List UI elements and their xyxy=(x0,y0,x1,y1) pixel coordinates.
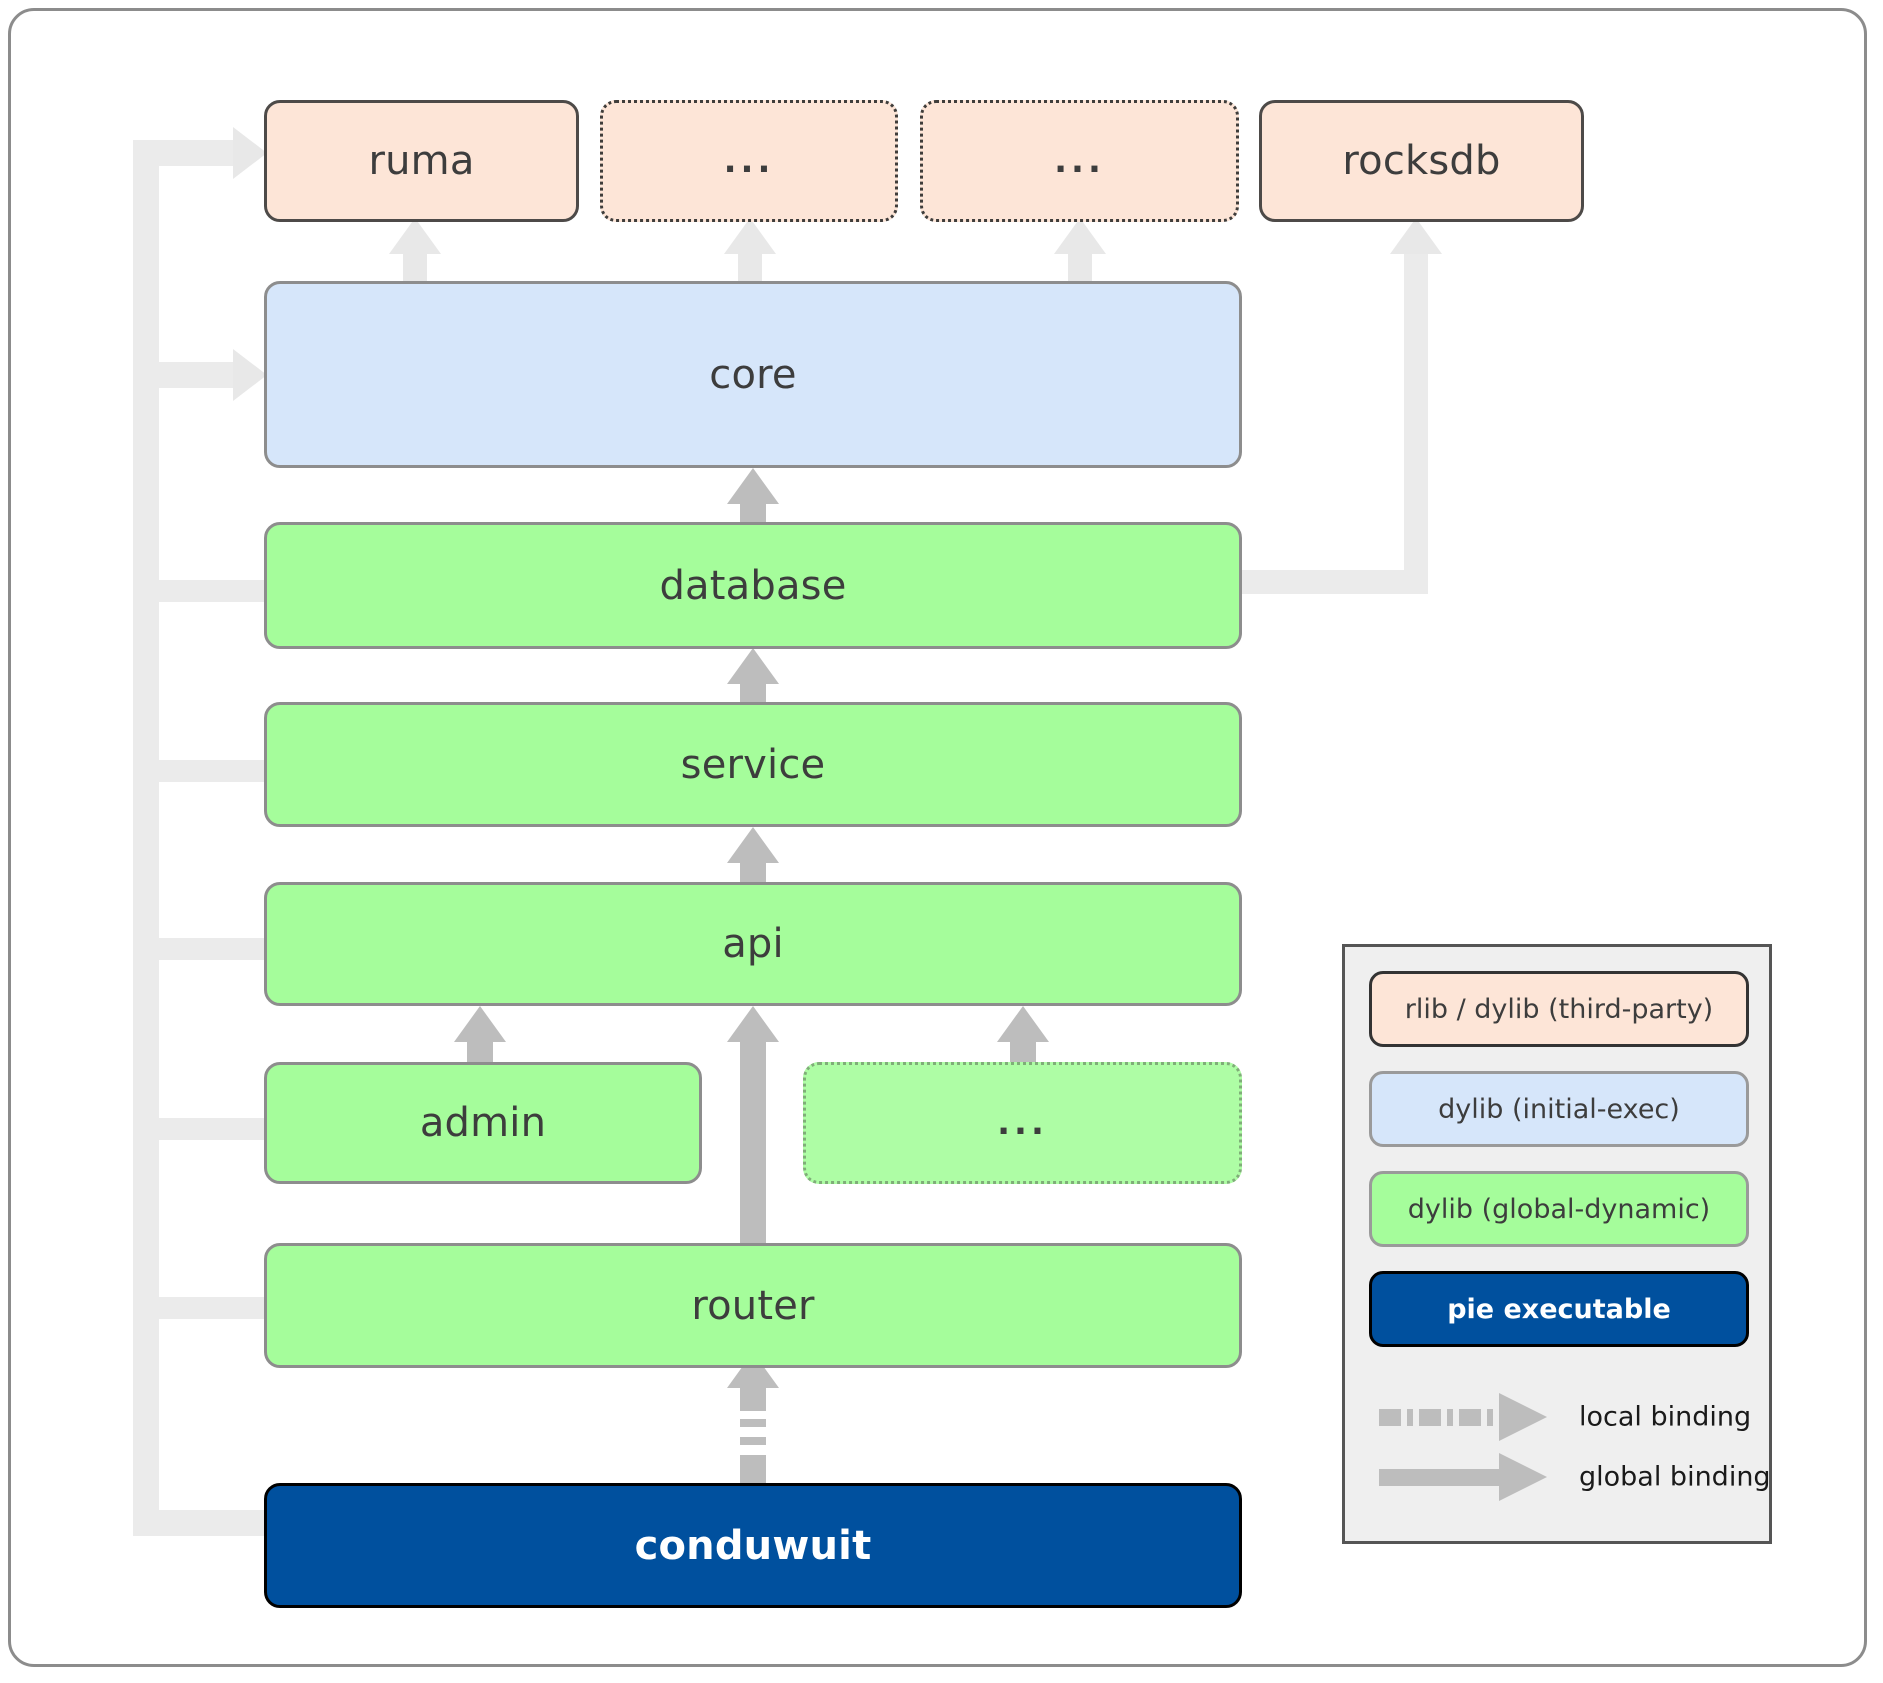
edge-trunk-stub-api xyxy=(159,938,269,960)
legend-swatch-third-party: rlib / dylib (third-party) xyxy=(1369,971,1749,1047)
legend-binding-global-label: global binding xyxy=(1579,1461,1771,1493)
edge-conduwuit-ruma-arrowhead xyxy=(233,127,267,179)
node-conduwuit[interactable]: conduwuit xyxy=(264,1483,1242,1608)
node-ellipsis-3[interactable]: ... xyxy=(803,1062,1242,1184)
edge-conduwuit-router-shaft-seg2 xyxy=(740,1437,766,1445)
edge-router-api-arrowhead xyxy=(727,1006,779,1042)
edge-database-rocksdb-arrowhead xyxy=(1390,218,1442,254)
edge-database-core-arrowhead xyxy=(727,468,779,504)
edge-database-rocksdb-vertical xyxy=(1404,248,1428,594)
edge-ellipsis3-api-arrowhead xyxy=(997,1006,1049,1042)
legend-binding-global: global binding xyxy=(1369,1447,1771,1507)
edge-conduwuit-router-shaft-seg4 xyxy=(740,1385,766,1411)
edge-core-ruma-arrowhead xyxy=(389,218,441,254)
edge-trunk-vertical xyxy=(133,140,159,1536)
edge-database-rocksdb-horizontal xyxy=(1238,570,1428,594)
legend-binding-local: local binding xyxy=(1369,1387,1753,1447)
edge-trunk-stub-service xyxy=(159,760,269,782)
node-ruma[interactable]: ruma xyxy=(264,100,579,222)
legend-swatch-pie-executable: pie executable xyxy=(1369,1271,1749,1347)
edge-conduwuit-core-arrowhead xyxy=(233,349,267,401)
edge-trunk-stub-conduwuit xyxy=(133,1510,269,1536)
edge-core-ellipsis1-arrowhead xyxy=(724,218,776,254)
edge-conduwuit-router-shaft-seg3 xyxy=(740,1419,766,1427)
node-ellipsis-2[interactable]: ... xyxy=(920,100,1239,222)
global-binding-arrow-icon xyxy=(1379,1453,1559,1501)
node-database[interactable]: database xyxy=(264,522,1242,649)
edge-admin-api-arrowhead xyxy=(454,1006,506,1042)
node-router[interactable]: router xyxy=(264,1243,1242,1368)
local-binding-arrow-icon xyxy=(1379,1393,1559,1441)
node-ellipsis-1[interactable]: ... xyxy=(600,100,898,222)
edge-api-service-arrowhead xyxy=(727,827,779,863)
edge-trunk-stub-router xyxy=(159,1297,269,1319)
node-admin[interactable]: admin xyxy=(264,1062,702,1184)
edge-core-ellipsis2-arrowhead xyxy=(1054,218,1106,254)
node-service[interactable]: service xyxy=(264,702,1242,827)
legend-panel: rlib / dylib (third-party) dylib (initia… xyxy=(1342,944,1772,1544)
legend-swatch-global-dynamic: dylib (global-dynamic) xyxy=(1369,1171,1749,1247)
edge-trunk-stub-admin xyxy=(159,1118,269,1140)
node-core[interactable]: core xyxy=(264,281,1242,468)
node-api[interactable]: api xyxy=(264,882,1242,1006)
edge-service-database-arrowhead xyxy=(727,648,779,684)
edge-router-api-shaft xyxy=(740,1036,766,1252)
edge-conduwuit-router-shaft-seg1 xyxy=(740,1455,766,1487)
edge-conduwuit-ruma-branch xyxy=(133,140,243,166)
legend-binding-local-label: local binding xyxy=(1579,1401,1752,1433)
edge-conduwuit-core-branch xyxy=(159,362,243,388)
edge-trunk-stub-database xyxy=(159,580,269,602)
legend-swatch-initial-exec: dylib (initial-exec) xyxy=(1369,1071,1749,1147)
node-rocksdb[interactable]: rocksdb xyxy=(1259,100,1584,222)
